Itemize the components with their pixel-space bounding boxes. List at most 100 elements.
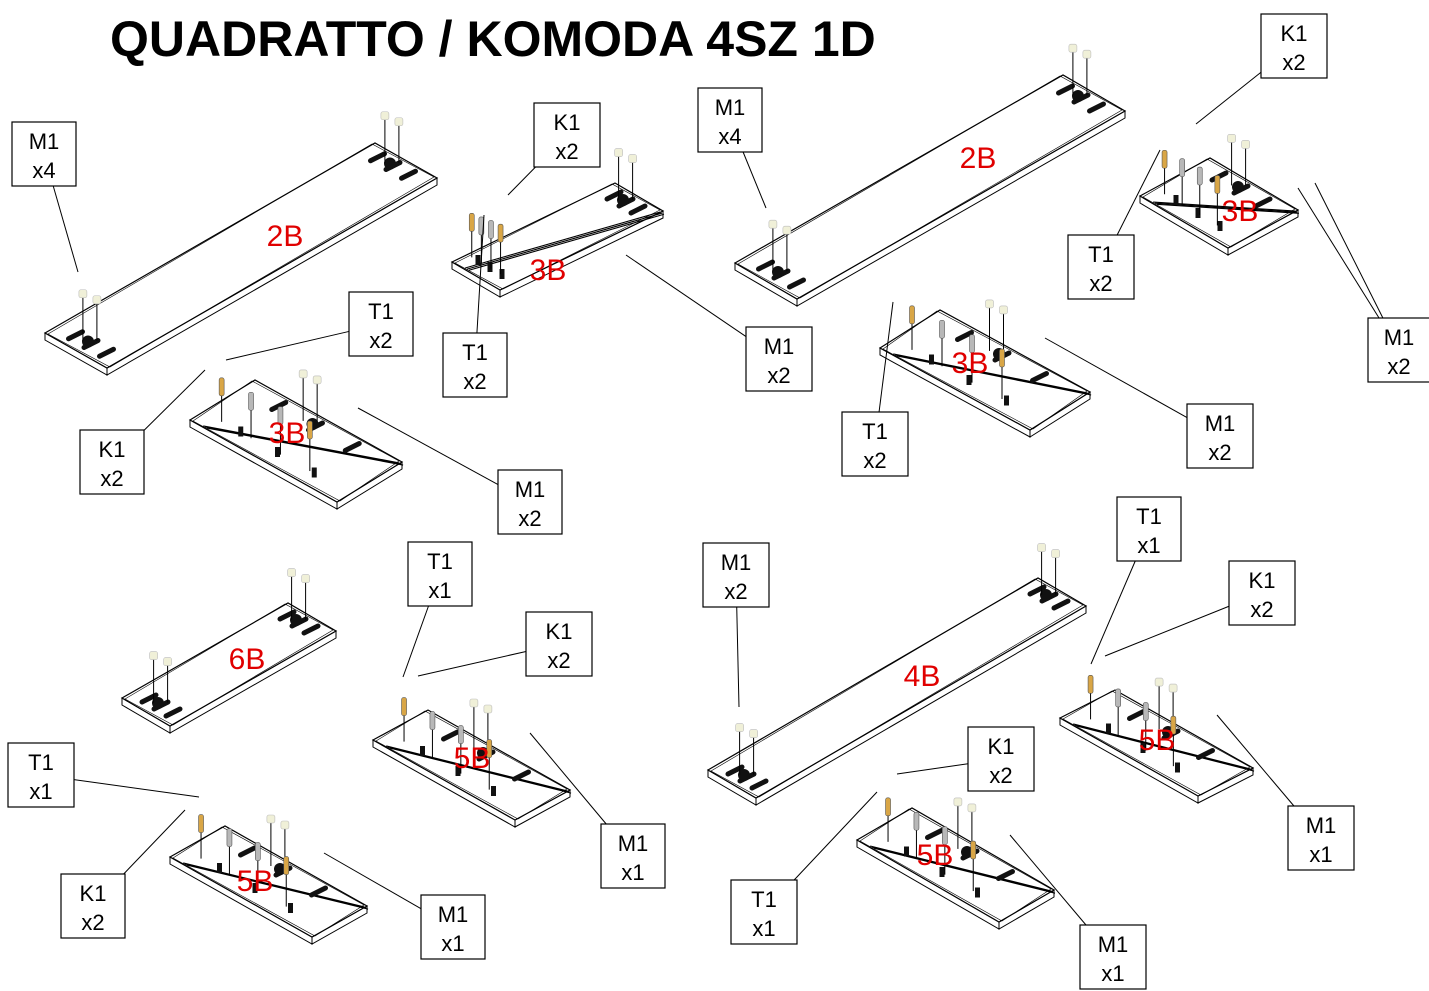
callout-code: T1 bbox=[368, 299, 394, 324]
callout-box bbox=[407, 541, 473, 607]
leader-line bbox=[1195, 71, 1262, 125]
callout-code: M1 bbox=[29, 129, 60, 154]
leader-line bbox=[123, 809, 186, 875]
panel: 3B bbox=[188, 369, 404, 510]
callout-box bbox=[730, 879, 798, 945]
callout-code: M1 bbox=[438, 902, 469, 927]
panel-label: 3B bbox=[269, 417, 306, 450]
callout-box bbox=[79, 429, 145, 495]
leader-line bbox=[529, 732, 607, 825]
callout-code: K1 bbox=[546, 619, 573, 644]
leader-line bbox=[736, 606, 740, 708]
callout-code: T1 bbox=[28, 750, 54, 775]
callout-box bbox=[533, 102, 601, 168]
callout-box bbox=[1367, 317, 1429, 383]
leader-line bbox=[1297, 187, 1380, 319]
leader-line bbox=[1216, 714, 1295, 807]
callout-box bbox=[697, 87, 763, 153]
leader-line bbox=[1104, 605, 1230, 657]
callout-qty: x2 bbox=[100, 466, 123, 491]
callout-qty: x2 bbox=[767, 363, 790, 388]
callout-code: K1 bbox=[554, 110, 581, 135]
callout-code: M1 bbox=[1205, 411, 1236, 436]
callout-box bbox=[442, 332, 508, 398]
panel-label: 5B bbox=[1139, 724, 1176, 757]
callout-code: T1 bbox=[1136, 504, 1162, 529]
callout-code: T1 bbox=[862, 419, 888, 444]
panel: 2B bbox=[733, 43, 1127, 307]
callout-qty: x2 bbox=[989, 763, 1012, 788]
callout-qty: x2 bbox=[724, 579, 747, 604]
callout-box bbox=[1186, 403, 1254, 469]
callout-qty: x2 bbox=[1089, 271, 1112, 296]
panel: 5B bbox=[1058, 675, 1255, 804]
panel: 5B bbox=[855, 797, 1056, 930]
leader-line bbox=[417, 651, 527, 677]
callout-box bbox=[702, 542, 770, 608]
callout-box bbox=[348, 291, 414, 357]
callout-box bbox=[1287, 805, 1355, 871]
callout-box bbox=[1079, 924, 1147, 990]
leader-line bbox=[402, 605, 429, 678]
panel-label: 4B bbox=[904, 660, 941, 693]
leader-line bbox=[323, 852, 422, 910]
panel-label: 5B bbox=[237, 865, 274, 898]
leader-line bbox=[896, 763, 969, 775]
callout-code: K1 bbox=[99, 437, 126, 462]
leader-line bbox=[476, 214, 485, 334]
leader-line bbox=[742, 151, 767, 209]
callout-code: M1 bbox=[715, 95, 746, 120]
callout-code: M1 bbox=[1098, 932, 1129, 957]
callout-code: K1 bbox=[988, 734, 1015, 759]
callout-code: T1 bbox=[751, 887, 777, 912]
callout-qty: x2 bbox=[547, 648, 570, 673]
callout-box bbox=[1116, 496, 1182, 562]
panel: 5B bbox=[371, 697, 572, 828]
panel: 2B bbox=[43, 111, 439, 376]
panel: 5B bbox=[168, 814, 369, 945]
callout-code: T1 bbox=[427, 549, 453, 574]
callout-qty: x2 bbox=[1208, 440, 1231, 465]
panel: 6B bbox=[120, 568, 338, 734]
callout-box bbox=[1067, 234, 1135, 300]
leader-line bbox=[1116, 149, 1161, 236]
callout-qty: x4 bbox=[718, 124, 741, 149]
callout-box bbox=[841, 411, 909, 477]
callout-qty: x2 bbox=[863, 448, 886, 473]
callout-code: T1 bbox=[462, 340, 488, 365]
callout-code: K1 bbox=[1281, 21, 1308, 46]
leader-line bbox=[1009, 834, 1087, 926]
callout-qty: x1 bbox=[441, 931, 464, 956]
callout-code: K1 bbox=[1249, 568, 1276, 593]
callout-qty: x1 bbox=[621, 860, 644, 885]
callout-code: T1 bbox=[1088, 242, 1114, 267]
callout-qty: x2 bbox=[555, 139, 578, 164]
callout-box bbox=[497, 469, 563, 535]
callout-qty: x1 bbox=[428, 578, 451, 603]
leader-line bbox=[73, 779, 200, 798]
callout-box bbox=[525, 611, 593, 677]
panel-label: 5B bbox=[917, 839, 954, 872]
leader-line bbox=[793, 791, 878, 881]
callout-box bbox=[600, 823, 666, 889]
